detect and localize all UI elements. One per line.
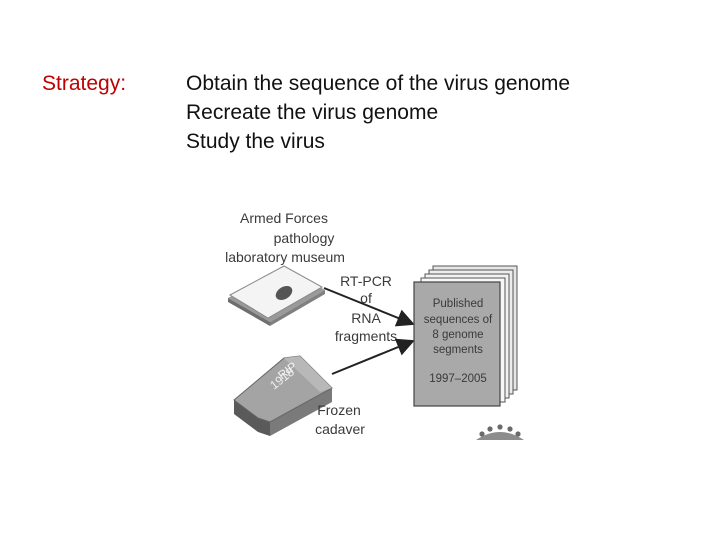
book-label-line1: Published (433, 298, 484, 310)
method-label-line2: of (360, 290, 372, 306)
genome-sequencing-figure: Armed Forces pathology laboratory museum… (200, 200, 530, 440)
tissue-slide-icon (228, 265, 325, 326)
book-label-line2: sequences of (424, 314, 493, 326)
book-label-line4: segments (433, 344, 483, 356)
method-label-line3: RNA (351, 310, 381, 326)
method-label-line1: RT-PCR (340, 273, 392, 289)
book-years: 1997–2005 (429, 373, 487, 385)
cadaver-label-line2: cadaver (315, 421, 365, 437)
method-label-line4: fragments (335, 328, 397, 344)
arrow-cadaver-to-sequences (331, 338, 415, 375)
museum-label-line1: Armed Forces (240, 210, 328, 226)
book-label-line3: 8 genome (432, 329, 483, 341)
step-study-virus: Study the virus (186, 130, 325, 153)
strategy-label: Strategy: (42, 72, 127, 95)
virus-particle-icon (476, 424, 524, 440)
step-recreate-genome: Recreate the virus genome (186, 101, 439, 124)
step-obtain-sequence: Obtain the sequence of the virus genome (186, 72, 571, 95)
arrow-slide-to-sequences (323, 287, 415, 327)
published-sequences-book-icon (413, 265, 518, 407)
museum-label-line2: pathology (274, 230, 335, 246)
coffin-icon (233, 355, 333, 436)
cadaver-label-line1: Frozen (317, 402, 361, 418)
museum-label-line3: laboratory museum (225, 249, 345, 265)
